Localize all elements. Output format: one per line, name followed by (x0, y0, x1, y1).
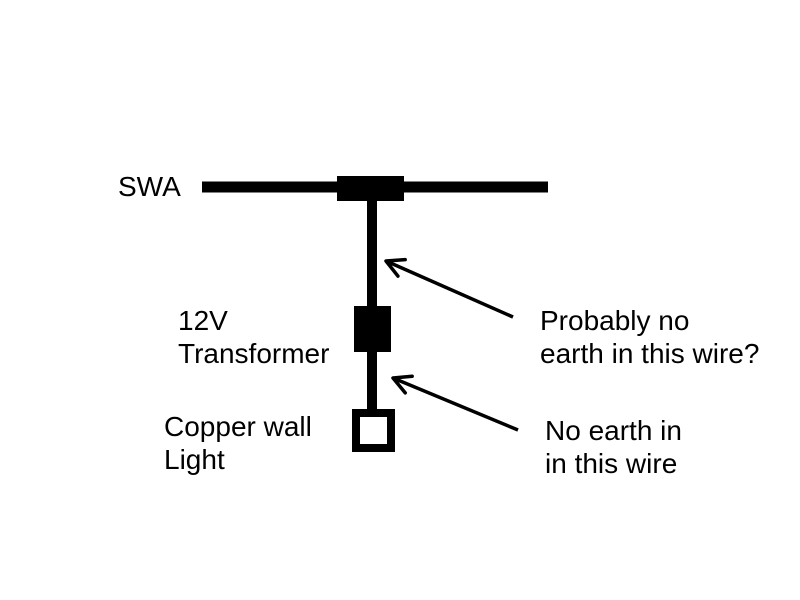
light-label: Copper wall Light (164, 410, 312, 476)
lower-annotation-text: No earth in in this wire (545, 414, 682, 480)
swa-label-text: SWA (118, 171, 181, 202)
lower-annotation-line2: in this wire (545, 448, 678, 479)
lower-annotation-line1: No earth in (545, 415, 682, 446)
swa-label: SWA (118, 170, 181, 203)
upper-annotation-text: Probably no earth in this wire? (540, 304, 759, 370)
upper-annotation-line1: Probably no (540, 305, 690, 336)
lower-annotation-arrow (391, 374, 519, 432)
swa-junction-block (337, 176, 404, 201)
transformer-label-line2: Transformer (178, 338, 330, 369)
light-label-line1: Copper wall (164, 411, 312, 442)
transformer-label-line1: 12V (178, 305, 228, 336)
transformer-block (354, 306, 391, 352)
upper-annotation-line2: earth in this wire? (540, 338, 760, 369)
transformer-label: 12V Transformer (178, 304, 329, 370)
light-label-line2: Light (164, 444, 225, 475)
wall-light-square (352, 409, 395, 452)
upper-annotation-arrow (384, 257, 514, 319)
